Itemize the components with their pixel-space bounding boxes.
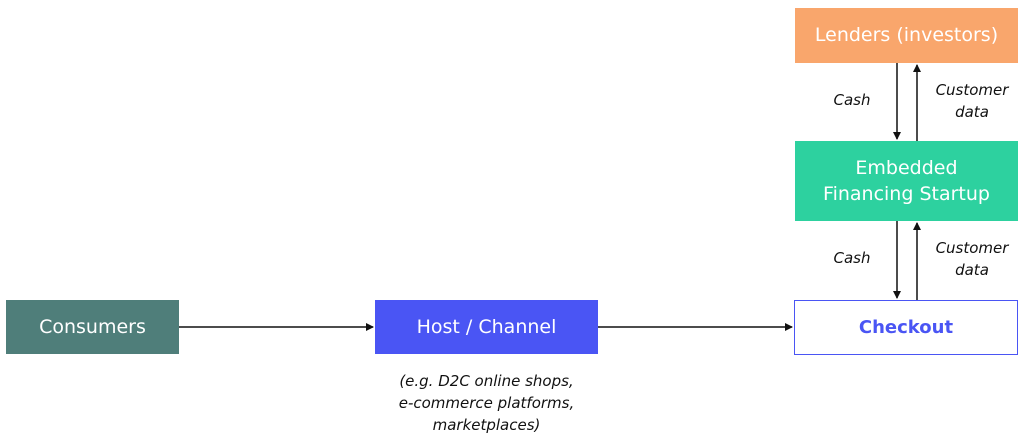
customer-data-label-top: Customer data bbox=[928, 79, 1016, 123]
host-caption-line-1: (e.g. D2C online shops, bbox=[399, 372, 574, 390]
startup-label-line-1: Embedded bbox=[855, 157, 958, 179]
consumers-node: Consumers bbox=[6, 300, 179, 354]
host-channel-node: Host / Channel bbox=[375, 300, 598, 354]
checkout-node: Checkout bbox=[794, 300, 1018, 355]
cash-label-top: Cash bbox=[833, 91, 871, 109]
startup-label-line-2: Financing Startup bbox=[823, 183, 990, 205]
lenders-label: Lenders (investors) bbox=[814, 24, 999, 46]
host-caption-line-3: marketplaces) bbox=[432, 416, 541, 434]
customer-data-top-line-2: data bbox=[955, 103, 989, 121]
customer-data-top-line-1: Customer bbox=[935, 81, 1009, 99]
checkout-label: Checkout bbox=[858, 317, 954, 338]
customer-data-bottom-line-2: data bbox=[955, 261, 989, 279]
host-caption-line-2: e-commerce platforms, bbox=[398, 394, 575, 412]
cash-label-bottom: Cash bbox=[833, 249, 871, 267]
host-examples-caption: (e.g. D2C online shops, e-commerce platf… bbox=[370, 370, 603, 436]
host-label: Host / Channel bbox=[416, 315, 557, 338]
consumers-label: Consumers bbox=[39, 315, 146, 338]
customer-data-bottom-line-1: Customer bbox=[935, 239, 1009, 257]
embedded-financing-startup-node: Embedded Financing Startup bbox=[795, 141, 1018, 221]
customer-data-label-bottom: Customer data bbox=[928, 237, 1016, 281]
lenders-node: Lenders (investors) bbox=[795, 8, 1018, 63]
